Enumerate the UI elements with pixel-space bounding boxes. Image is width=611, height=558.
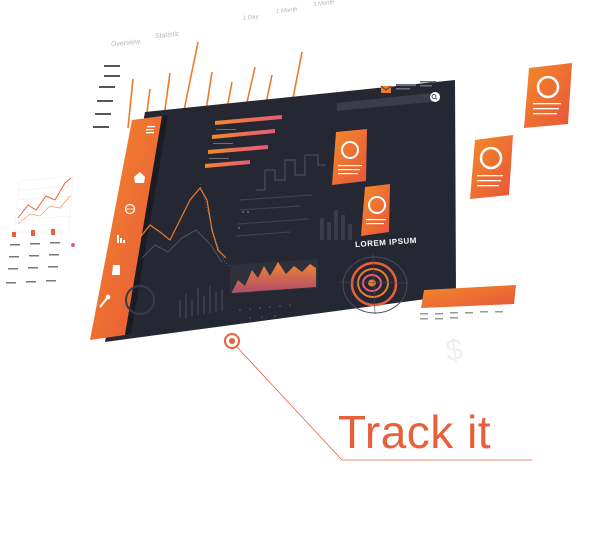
bar-chart-icon [117, 235, 125, 243]
floating-stat-lines [127, 41, 303, 129]
ring-outline [125, 285, 155, 315]
stat-card-top [332, 129, 367, 185]
menu-icon [146, 126, 155, 134]
dashboard-header [337, 81, 440, 111]
stat-card-middle [361, 184, 390, 236]
floating-card-middle-right [470, 135, 513, 199]
dim-dots [238, 211, 249, 229]
wave-line-chart [137, 186, 227, 259]
search-icon [430, 92, 440, 102]
step-line-chart [256, 154, 326, 191]
dashboard-sidebar [90, 116, 162, 340]
floating-progress-bar [420, 285, 516, 320]
left-mini-chart [6, 175, 75, 284]
pointer-line [224, 333, 532, 461]
sidebar-icons [99, 126, 155, 308]
progress-bars [205, 115, 282, 168]
dot-grid [239, 304, 291, 319]
hatched-bar-chart [179, 286, 223, 318]
floating-card-top-right [524, 63, 572, 128]
wrench-icon [99, 294, 111, 308]
search-bar [337, 92, 440, 111]
home-icon [134, 172, 145, 183]
mail-icon [380, 85, 392, 93]
headline-track-it: Track it [338, 406, 492, 458]
floating-row-labels [93, 65, 120, 128]
faded-bar-columns [320, 210, 352, 240]
document-icon [112, 265, 120, 275]
dim-lines [235, 194, 313, 237]
target-rings [339, 253, 409, 315]
area-chart [230, 259, 318, 294]
globe-icon [124, 203, 136, 215]
